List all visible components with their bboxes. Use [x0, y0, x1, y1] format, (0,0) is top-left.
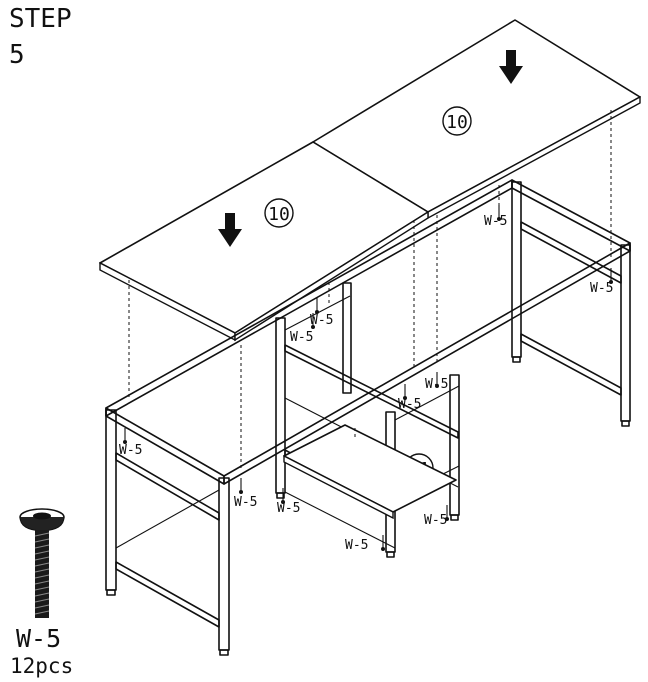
screw-quantity: 12pcs: [10, 654, 74, 678]
screw-label: W-5: [234, 495, 257, 510]
screw-point-icon: [315, 298, 319, 314]
part-number-desktop-left: 10: [264, 198, 294, 228]
alignment-guides: [128, 110, 612, 470]
screw-point-icon: [445, 505, 449, 521]
screw-point-icon: [311, 313, 315, 329]
screw-point-icon: [497, 205, 501, 221]
screw-point-icon: [435, 372, 439, 388]
screw-label: W-5: [590, 281, 613, 296]
screw-label: W-5: [425, 377, 448, 392]
screw-point-icon: [381, 535, 385, 551]
screw-icon: [19, 508, 65, 618]
svg-text:10: 10: [446, 112, 468, 133]
screw-label: W-5: [119, 443, 142, 458]
screw-markers: [123, 205, 613, 551]
step-title: STEP: [9, 4, 72, 34]
svg-text:10: 10: [268, 204, 290, 225]
screw-label: W-5: [310, 313, 333, 328]
screw-label: W-5: [345, 538, 368, 553]
screw-point-icon: [239, 478, 243, 494]
screw-point-icon: [123, 428, 127, 444]
screw-label: W-5: [484, 214, 507, 229]
screw-label: W-5: [398, 397, 421, 412]
screw-label: W-5: [424, 513, 447, 528]
desk-frame: [105, 179, 631, 656]
step-number: 5: [9, 40, 25, 70]
screw-point-icon: [281, 488, 285, 504]
screw-labels: W-5 W-5 W-5 W-5 W-5 W-5 W-5 W-5 W-5 W-5 …: [119, 214, 613, 553]
screw-point-icon: [403, 384, 407, 400]
arrow-down-icon: [499, 50, 523, 84]
screw-label: W-5: [277, 501, 300, 516]
part-number-desktop-right: 10: [442, 106, 472, 136]
arrow-down-icon: [218, 213, 242, 247]
screw-name: W-5: [16, 624, 62, 653]
screw-point-icon: [609, 268, 613, 284]
screw-label: W-5: [290, 330, 313, 345]
